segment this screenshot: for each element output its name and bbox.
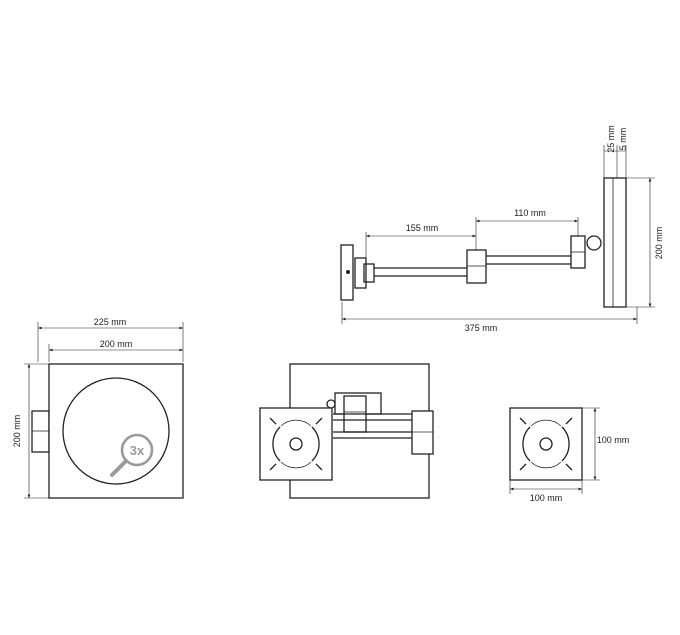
rear-view: [259, 363, 434, 499]
dim-label-front-height: 200 mm: [12, 415, 22, 448]
joint-2: [466, 249, 487, 284]
rear-hinge-ball: [326, 399, 336, 409]
dim-label-110: 110 mm: [514, 208, 546, 218]
joint-1: [354, 257, 367, 289]
wall-plate: [340, 244, 354, 301]
front-wall-plate: [31, 410, 50, 453]
hinge-ball: [586, 235, 602, 251]
rear-small-mirror: [259, 407, 333, 481]
dim-label-155: 155 mm: [406, 223, 439, 233]
front-mirror-frame: [48, 363, 184, 499]
dim-label-side-200: 200 mm: [654, 227, 664, 260]
dim-label-225: 225 mm: [94, 317, 127, 327]
dim-label-small-width: 100 mm: [530, 493, 563, 503]
front-mirror-circle: [62, 377, 170, 485]
joint-1-collar: [363, 263, 375, 283]
magnification-badge: 3x: [130, 443, 145, 458]
dim-label-front-200: 200 mm: [100, 339, 133, 349]
small-mirror-view: 100 mm 100 mm: [509, 407, 630, 503]
side-view: 155 mm 110 mm 375 mm 200 mm 25 mm 5 mm: [340, 125, 664, 333]
rear-wall-joint: [411, 410, 434, 455]
dim-label-5: 5 mm: [618, 128, 628, 151]
dim-label-375: 375 mm: [465, 323, 498, 333]
dim-label-25: 25 mm: [606, 125, 616, 153]
magnifier-icon: 3x: [110, 433, 154, 477]
wall-plate-screw: [346, 270, 350, 274]
dim-label-small-height: 100 mm: [597, 435, 630, 445]
mirror-side: [603, 177, 627, 308]
front-view: 3x 225 mm 200 mm 200 mm: [12, 317, 184, 499]
